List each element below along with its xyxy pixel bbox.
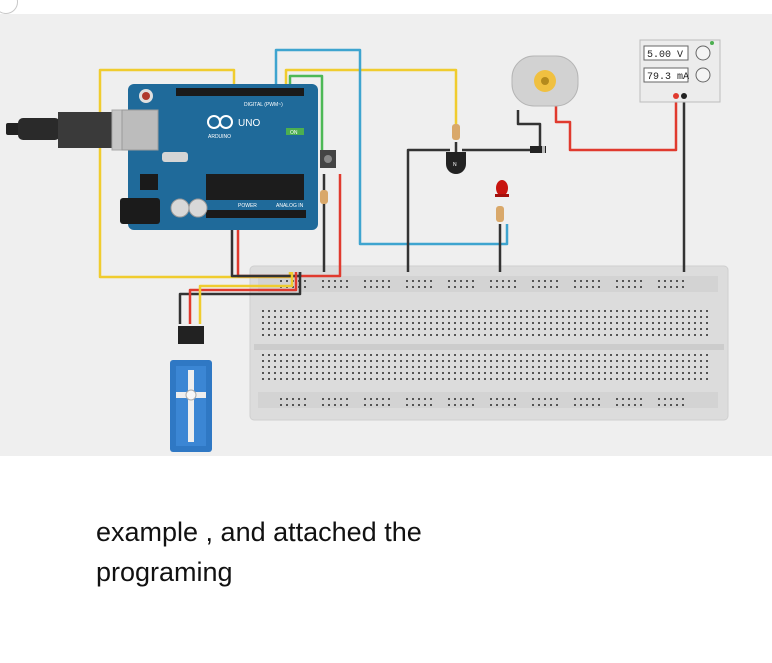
wire-black-motor: [462, 110, 542, 152]
circuit-canvas[interactable]: ARDUINO UNO DIGITAL (PWM~) POWER ANALOG …: [0, 14, 772, 456]
led[interactable]: [495, 180, 509, 197]
usb-cable: [6, 109, 141, 151]
digital-header: [176, 88, 304, 96]
transistor[interactable]: N: [446, 152, 466, 174]
power-supply[interactable]: 5.00 V 79.3 mA: [639, 39, 721, 103]
window-corner-icon: [0, 0, 18, 14]
power-header-label: POWER: [238, 203, 257, 209]
resistor-transistor: [452, 124, 460, 140]
power-analog-header: [206, 210, 306, 218]
caption-line-2: programing: [96, 557, 233, 587]
voltage-readout: 5.00 V: [647, 50, 683, 61]
wire-red-servo: [188, 272, 298, 324]
arduino-brand-label: ARDUINO: [208, 134, 231, 140]
resistor-button: [320, 190, 328, 204]
wire-yellow-servo: [198, 272, 294, 324]
breadboard[interactable]: [249, 265, 729, 421]
circuit-diagram: ARDUINO UNO DIGITAL (PWM~) POWER ANALOG …: [6, 39, 729, 452]
wire-red-motor: [554, 100, 678, 152]
servo-motor[interactable]: [170, 326, 212, 452]
resistor-led: [496, 206, 504, 222]
wire-yellow-top: [284, 68, 458, 126]
digital-header-label: DIGITAL (PWM~): [244, 102, 283, 108]
on-led-label: ON: [290, 130, 298, 136]
voltage-knob[interactable]: [695, 45, 711, 61]
arduino-board[interactable]: ARDUINO UNO DIGITAL (PWM~) POWER ANALOG …: [120, 84, 318, 230]
arduino-logo-icon: [207, 115, 233, 129]
diode: [530, 146, 546, 153]
chip: [206, 174, 304, 200]
analog-header-label: ANALOG IN: [276, 203, 304, 209]
arduino-model-label: UNO: [238, 118, 260, 129]
current-readout: 79.3 mA: [647, 72, 689, 83]
caption-line-1: example , and attached the: [96, 517, 422, 547]
wire-black-transistor: [406, 148, 450, 272]
current-knob[interactable]: [695, 67, 711, 83]
wire-black-left: [178, 272, 302, 324]
caption: example , and attached the programing: [96, 512, 656, 592]
transistor-label: N: [453, 162, 457, 168]
push-button[interactable]: [320, 150, 336, 168]
wire-blue: [274, 48, 509, 246]
dc-motor[interactable]: [511, 55, 579, 107]
wire-red-board: [236, 174, 342, 278]
wires: [98, 48, 686, 324]
wire-green: [288, 74, 324, 154]
